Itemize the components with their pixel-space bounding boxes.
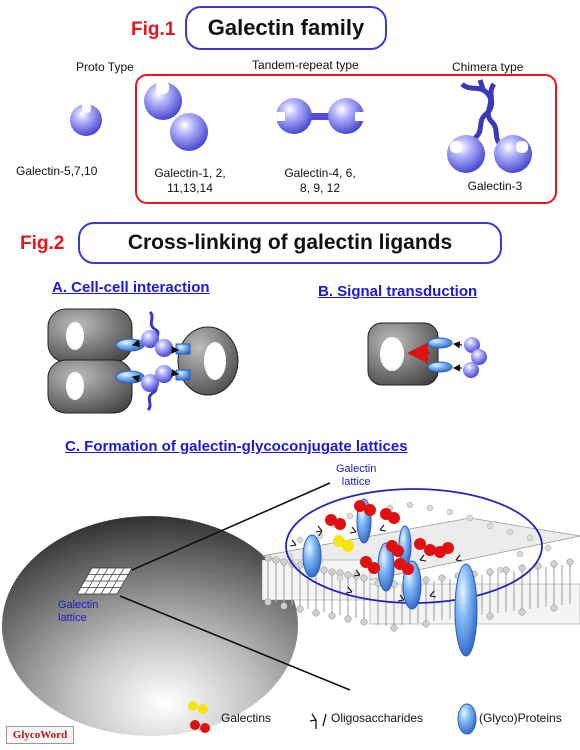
panel-a-title: A. Cell-cell interaction	[52, 279, 210, 296]
panel-c-title: C. Formation of galectin-glycoconjugate …	[65, 438, 408, 455]
legend	[188, 701, 477, 735]
small-lattice-icon	[76, 567, 133, 595]
chimera-type-heading: Chimera type	[452, 60, 524, 74]
legend-proteins-label: (Glyco)Proteins	[479, 711, 562, 725]
fig1-label: Fig.1	[131, 19, 176, 40]
fig1-diagram	[70, 79, 532, 173]
cell-lattice-label: Galectin lattice	[58, 599, 98, 624]
legend-galectin-icon	[188, 701, 210, 733]
proto-members: Galectin-5,7,10	[16, 164, 98, 178]
glycoword-logo: GlycoWord	[6, 726, 74, 744]
dimer-members-line1: Galectin-1, 2,	[154, 166, 226, 180]
tandem-members-line2: 8, 9, 12	[299, 181, 341, 195]
proto-galectin-icon	[70, 102, 102, 136]
panel-b-title: B. Signal transduction	[318, 283, 478, 300]
membrane-lattice-label-line1: Galectin	[336, 463, 377, 475]
legend-protein-icon	[457, 703, 477, 735]
legend-oligosaccharides-label: Oligosaccharides	[331, 711, 424, 725]
panel-a-illustration	[47, 308, 239, 414]
fig1-title: Galectin family	[185, 6, 387, 50]
tandem-type-heading: Tandem-repeat type	[252, 58, 359, 72]
membrane-lattice-label-line2: lattice	[341, 475, 371, 488]
cell-lattice-label-line2: lattice	[58, 611, 87, 624]
dimer-galectin-icon	[144, 81, 208, 151]
cell-illustration	[2, 482, 351, 736]
multimer-group-frame	[135, 74, 557, 204]
chimera-members: Galectin-3	[467, 179, 523, 193]
cell-lattice-label-line1: Galectin	[58, 599, 99, 611]
membrane-lattice-illustration	[261, 488, 580, 657]
dimer-members-line2: 11,13,14	[167, 181, 213, 195]
tandem-members-line1: Galectin-4, 6,	[284, 166, 356, 180]
legend-oligosaccharide-icon	[309, 713, 327, 729]
legend-galectins-label: Galectins	[221, 711, 272, 725]
panel-b-illustration	[367, 322, 487, 386]
membrane-lattice-label: Galectin lattice	[336, 463, 376, 488]
fig2-title: Cross-linking of galectin ligands	[78, 222, 502, 264]
fig2-label: Fig.2	[20, 233, 65, 254]
proto-type-heading: Proto Type	[76, 60, 134, 74]
tandem-galectin-icon	[275, 98, 365, 134]
chimera-galectin-icon	[447, 79, 532, 173]
